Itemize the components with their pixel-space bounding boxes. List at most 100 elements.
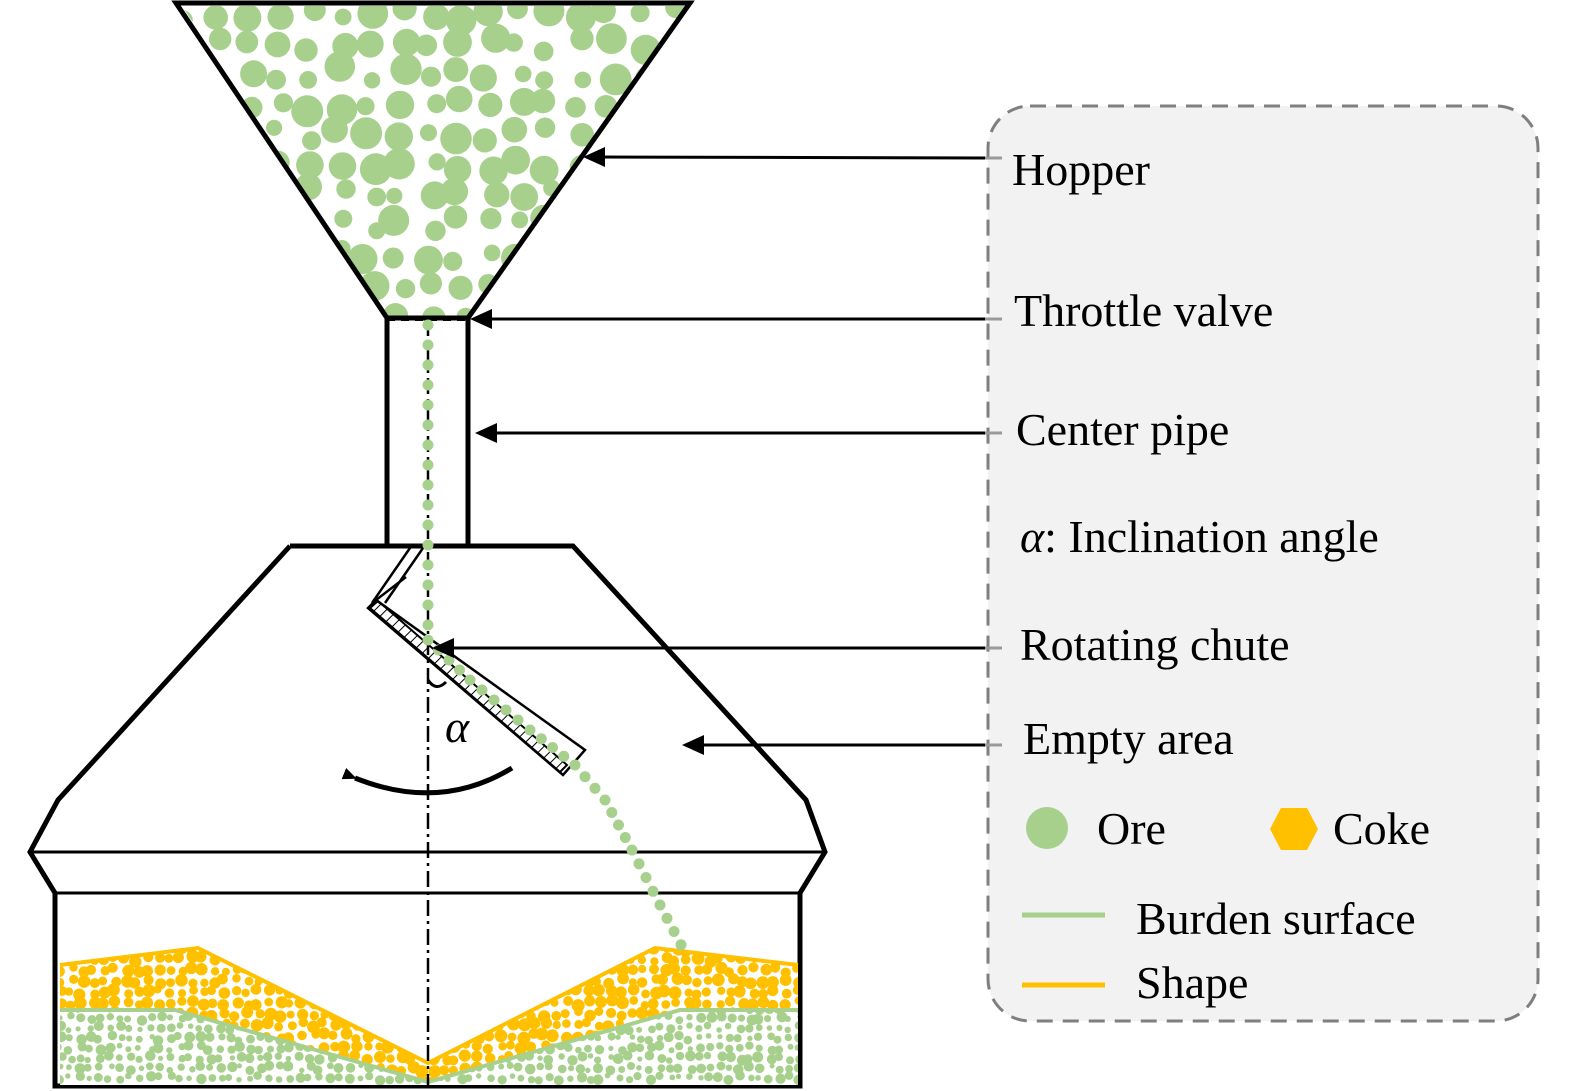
hopper-ore-particle: [590, 6, 616, 24]
ore-bed-particle: [769, 1063, 775, 1069]
coke-particle: [474, 1017, 484, 1028]
hopper-ore-particle: [322, 264, 348, 290]
stream-particle: [599, 794, 611, 806]
coke-particle: [306, 985, 316, 995]
ore-bed-particle: [716, 1011, 727, 1022]
ore-bed-particle: [95, 1044, 107, 1056]
stream-particle: [569, 759, 581, 771]
coke-particle: [635, 1006, 649, 1020]
ore-bed-particle: [406, 1042, 416, 1052]
ore-bed-particle: [544, 1062, 553, 1071]
coke-particle: [537, 966, 551, 979]
ore-bed-particle: [716, 1061, 726, 1071]
ore-bed-particle: [509, 1073, 516, 1079]
coke-particle: [166, 966, 176, 975]
leader-arrows: [432, 147, 986, 755]
ore-bed-particle: [364, 1010, 374, 1014]
coke-particle: [451, 1007, 463, 1019]
ore-bed-particle: [246, 1044, 256, 1055]
ore-bed-particle: [83, 1063, 92, 1072]
coke-particle: [60, 977, 65, 988]
ore-bed-particle: [668, 1047, 675, 1054]
hopper-ore-particle: [245, 177, 267, 199]
ore-bed-particle: [337, 1010, 347, 1014]
coke-particle: [572, 948, 582, 950]
stream-particle: [422, 319, 434, 331]
coke-particle: [694, 965, 704, 975]
ore-bed-particle: [93, 1073, 103, 1082]
hopper-ore-particle: [443, 251, 463, 271]
ore-bed-particle: [125, 1065, 136, 1075]
ore-bed-particle: [166, 1053, 175, 1061]
ore-bed-particle: [74, 1063, 86, 1074]
ore-bed-particle: [647, 1042, 657, 1053]
ore-bed-particle: [93, 1034, 102, 1044]
hopper-ore-particle: [445, 85, 473, 113]
coke-particle: [415, 1065, 429, 1078]
hopper-ore-particle: [208, 303, 227, 318]
ore-bed-particle: [428, 1036, 434, 1042]
hopper-ore-particle: [425, 220, 446, 241]
ore-bed-particle: [485, 1002, 493, 1010]
stream-particle: [454, 664, 465, 676]
ore-bed-particle: [775, 1073, 786, 1084]
coke-particle: [297, 1030, 307, 1041]
stream-particle: [668, 926, 680, 937]
ore-bed-particle: [227, 1061, 238, 1073]
hopper-ore-particle: [390, 53, 422, 85]
ore-bed-particle: [735, 1070, 745, 1081]
coke-particle: [69, 974, 79, 985]
coke-particle: [287, 948, 297, 952]
coke-particle: [241, 988, 250, 998]
ore-bed-particle: [675, 1051, 685, 1061]
coke-particle: [744, 977, 757, 990]
ore-bed-particle: [655, 1071, 664, 1080]
ore-bed-particle: [274, 1052, 282, 1060]
ore-bed-particle: [202, 1045, 213, 1055]
coke-particle: [277, 948, 287, 951]
hopper-ore-particle: [665, 37, 687, 59]
hopper-ore-particle: [328, 152, 357, 180]
coke-particle: [376, 989, 385, 998]
ore-bed-particle: [244, 1053, 255, 1064]
stream-particle: [422, 519, 434, 531]
coke-particle: [354, 1011, 365, 1022]
ore-bed-particle: [766, 1054, 777, 1065]
ore-bed-particle: [627, 1042, 638, 1053]
ore-bed-particle: [136, 1015, 148, 1026]
hopper-ore-particle: [298, 242, 318, 262]
ore-bed-particle: [636, 1065, 642, 1071]
coke-particle: [728, 973, 740, 985]
coke-particle: [507, 1032, 517, 1042]
coke-particle: [250, 999, 262, 1011]
ore-bed-particle: [294, 1051, 304, 1061]
ore-bed-particle: [148, 1013, 157, 1022]
ore-bed-particle: [404, 1034, 413, 1043]
ore-bed-particle: [677, 1025, 683, 1031]
hopper-ore-particle: [483, 244, 501, 262]
hopper-ore-particle: [533, 6, 565, 27]
coke-particle: [551, 1011, 562, 1021]
coke-particle: [493, 963, 503, 972]
coke-particle: [758, 988, 768, 999]
coke-particle: [287, 1021, 297, 1031]
coke-particle: [309, 948, 318, 954]
ore-bed-particle: [675, 1073, 682, 1079]
coke-particle: [605, 950, 619, 963]
coke-particle: [355, 999, 365, 1009]
hopper-ore-particle: [501, 116, 528, 143]
coke-particle: [733, 985, 746, 998]
ore-bed-particle: [752, 1051, 764, 1063]
hopper-ore-particle: [305, 267, 325, 287]
hopper-ore-particle: [599, 215, 622, 239]
coke-particle: [529, 987, 539, 997]
coke-particle: [229, 1011, 240, 1022]
ore-bed-particle: [116, 1015, 124, 1023]
coke-particle: [584, 995, 596, 1007]
stream-particle: [535, 733, 547, 745]
coke-particle: [307, 1020, 320, 1034]
ore-bed-particle: [455, 1031, 466, 1041]
ore-bed-particle: [445, 1010, 456, 1015]
coke-particle: [448, 1055, 459, 1066]
ore-bed-particle: [327, 1062, 334, 1070]
